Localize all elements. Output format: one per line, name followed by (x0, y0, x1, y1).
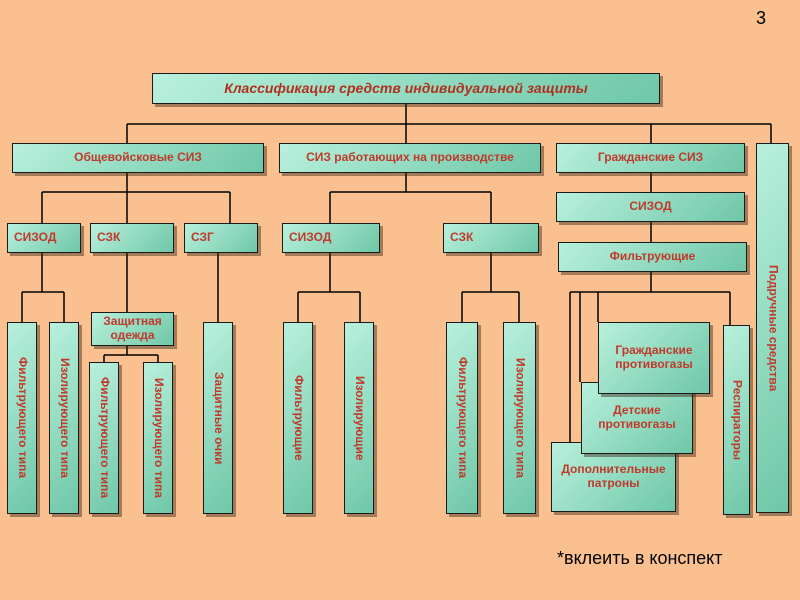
civil-filtering-box: Фильтрующие (558, 242, 747, 272)
civil-filtering-label: Фильтрующие (609, 249, 696, 264)
industrial-sizod-filtering-box: Фильтрующие (283, 322, 313, 514)
additional-cartridges-label: Дополнительные патроны (561, 462, 666, 490)
military-sizod-box: СИЗОД (7, 223, 81, 253)
protective-goggles-box: Защитные очки (203, 322, 233, 514)
root-label: Классификация средств индивидуальной защ… (224, 80, 588, 97)
military-sizod-isolating-box: Изолирующего типа (49, 322, 79, 514)
military-szk-isolating-box: Изолирующего типа (143, 362, 173, 514)
industrial-szk-box: СЗК (443, 223, 539, 253)
protective-clothing-label: Защитная одежда (103, 314, 162, 342)
footnote: *вклеить в конспект (557, 548, 723, 568)
industrial-sizod-label: СИЗОД (289, 230, 332, 245)
military-szk-filtering-box: Фильтрующего типа (89, 362, 119, 514)
military-siz-label: Общевойсковые СИЗ (74, 150, 202, 165)
military-szg-label: СЗГ (191, 230, 214, 245)
industrial-sizod-box: СИЗОД (282, 223, 380, 253)
military-szk-label: СЗК (97, 230, 121, 245)
industrial-sizod-isolating-label: Изолирующие (352, 375, 367, 461)
military-sizod-isolating-label: Изолирующего типа (57, 358, 72, 478)
civil-gas-masks-label: Гражданские противогазы (615, 343, 693, 371)
industrial-szk-isolating-label: Изолирующего типа (513, 358, 528, 478)
respirators-label: Респираторы (730, 379, 745, 461)
industrial-szk-label: СЗК (450, 230, 474, 245)
military-szk-isolating-label: Изолирующего типа (151, 378, 166, 498)
page-number: 3 (756, 8, 767, 28)
respirators-box: Респираторы (723, 325, 750, 515)
military-szk-filtering-label: Фильтрующего типа (97, 377, 112, 499)
protective-goggles-label: Защитные очки (211, 371, 226, 465)
military-sizod-label: СИЗОД (14, 230, 57, 245)
improvised-means-box: Подручные средства (756, 143, 789, 513)
industrial-sizod-isolating-box: Изолирующие (344, 322, 374, 514)
protective-clothing-box: Защитная одежда (91, 312, 174, 346)
civil-sizod-box: СИЗОД (556, 192, 745, 222)
civil-sizod-label: СИЗОД (629, 199, 672, 214)
industrial-siz-box: СИЗ работающих на производстве (279, 143, 541, 173)
military-sizod-filtering-box: Фильтрующего типа (7, 322, 37, 514)
military-sizod-filtering-label: Фильтрующего типа (15, 357, 30, 479)
industrial-sizod-filtering-label: Фильтрующие (291, 375, 306, 461)
civil-siz-box: Гражданские СИЗ (556, 143, 745, 173)
military-szg-box: СЗГ (184, 223, 258, 253)
childrens-gas-masks-label: Детские противогазы (598, 403, 676, 431)
childrens-gas-masks-box: Детские противогазы (581, 382, 693, 454)
industrial-szk-isolating-box: Изолирующего типа (503, 322, 536, 514)
military-siz-box: Общевойсковые СИЗ (12, 143, 264, 173)
improvised-means-label: Подручные средства (766, 264, 781, 392)
civil-gas-masks-box: Гражданские противогазы (598, 322, 710, 394)
root-classification-box: Классификация средств индивидуальной защ… (152, 73, 660, 104)
industrial-szk-filtering-label: Фильтрующего типа (455, 357, 470, 479)
industrial-szk-filtering-box: Фильтрующего типа (446, 322, 478, 514)
civil-siz-label: Гражданские СИЗ (597, 150, 704, 165)
military-szk-box: СЗК (90, 223, 174, 253)
industrial-siz-label: СИЗ работающих на производстве (306, 150, 514, 165)
